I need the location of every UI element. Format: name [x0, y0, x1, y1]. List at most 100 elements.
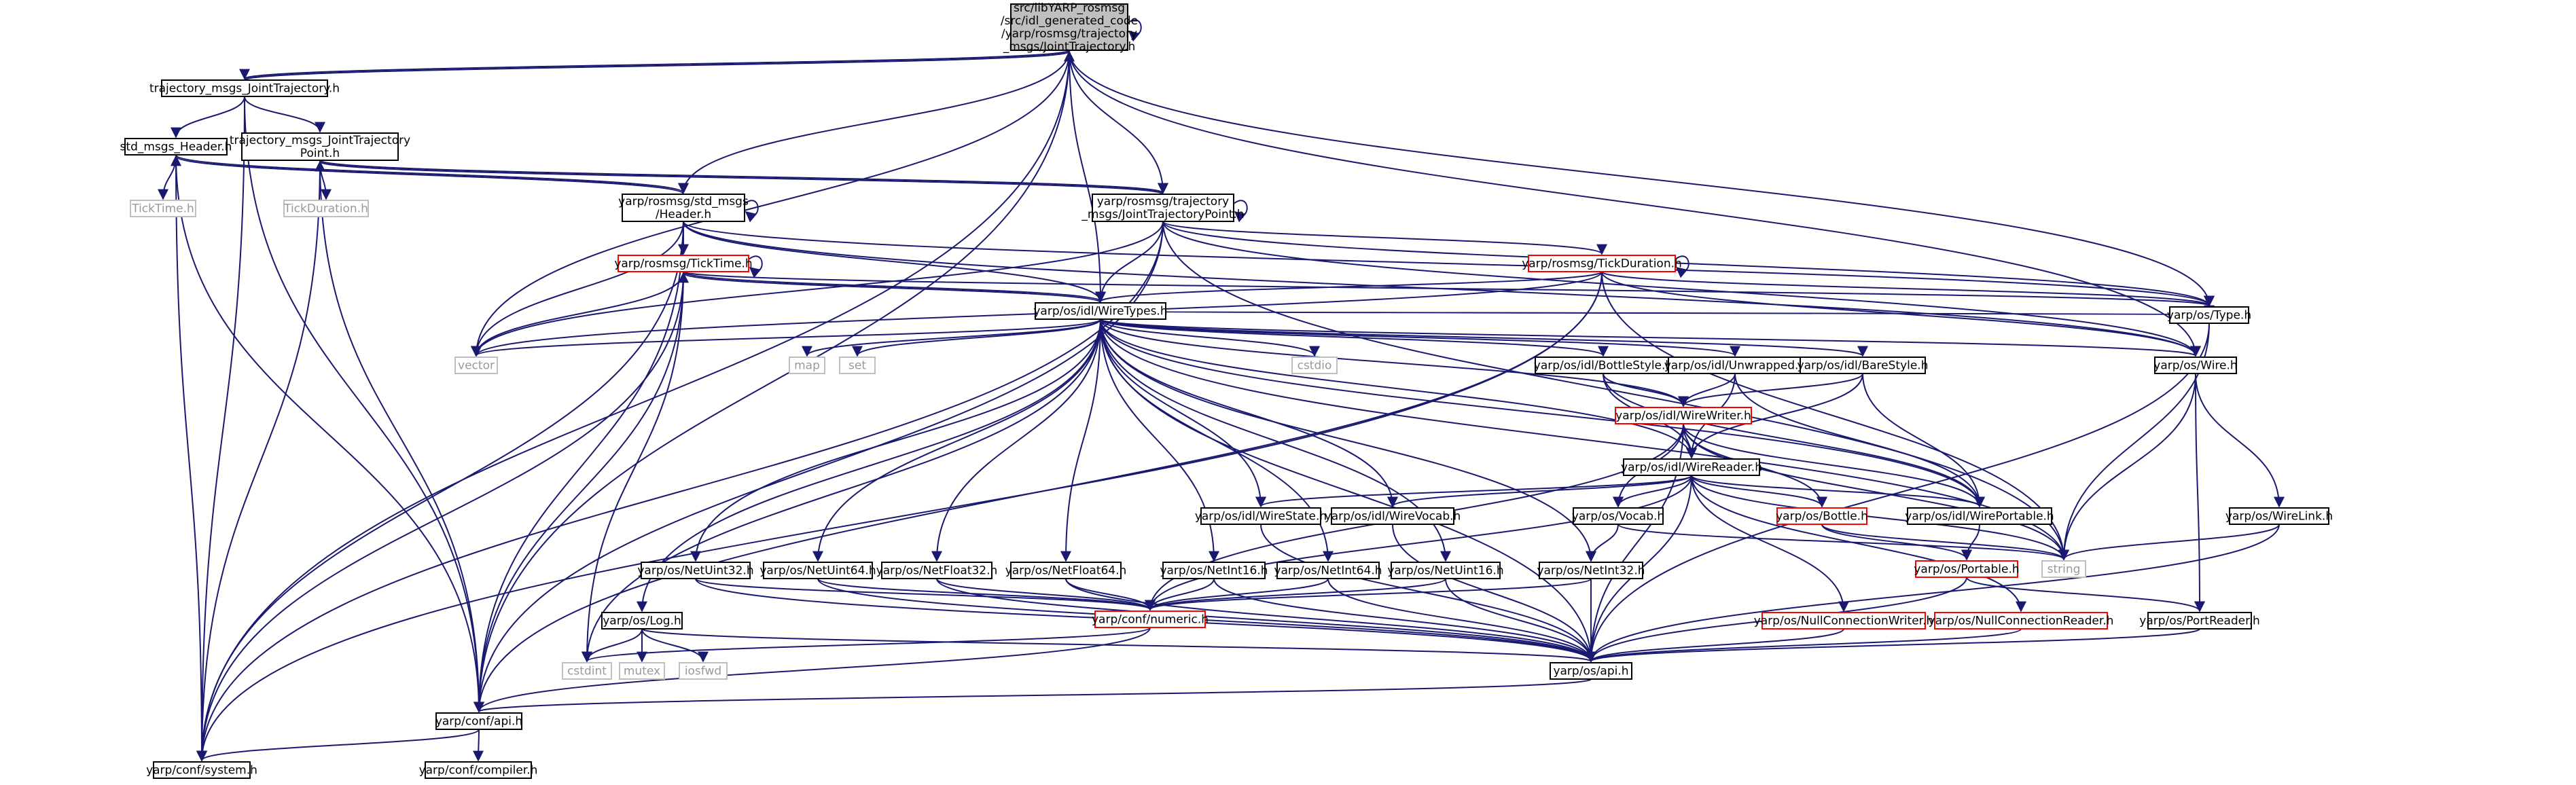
node-label-wirevocab-line-0: yarp/os/idl/WireVocab.h [1325, 510, 1461, 524]
node-box-wirelink [2229, 507, 2329, 525]
node-rm_tt[interactable]: yarp/rosmsg/TickTime.h [614, 255, 753, 272]
node-traj_jt[interactable]: trajectory_msgs_JointTrajectory.h [149, 79, 340, 97]
node-wirewriter[interactable]: yarp/os/idl/WireWriter.h [1615, 407, 1752, 424]
edge-ncwriter-to-os_api [1586, 628, 1844, 663]
edge-root-to-rm_jtp [1069, 50, 1168, 194]
node-rm_td[interactable]: yarp/rosmsg/TickDuration.h [1522, 255, 1682, 272]
node-netfloat32[interactable]: yarp/os/NetFloat32.h [876, 562, 998, 579]
edge-conf_api-to-conf_compiler [473, 729, 484, 762]
node-label-wirelink-line-0: yarp/os/WireLink.h [2225, 510, 2333, 524]
node-portable[interactable]: yarp/os/Portable.h [1914, 560, 2020, 578]
edge-std_hdr-to-ticktime_h [158, 154, 177, 200]
node-label-iosfwd-line-0: iosfwd [685, 665, 721, 678]
edge-wiretypes-to-wirevocab [1100, 318, 1398, 508]
edge-wiretypes-to-netfloat32 [931, 318, 1101, 562]
node-box-traj_jt [161, 79, 328, 97]
node-box-cstdio [1291, 357, 1338, 374]
node-netint16[interactable]: yarp/os/NetInt16.h [1160, 562, 1268, 579]
node-rm_jtp[interactable]: yarp/rosmsg/trajectory_msgs/JointTraject… [1081, 194, 1245, 222]
node-conf_system[interactable]: yarp/conf/system.h [146, 761, 257, 779]
node-type_h[interactable]: yarp/os/Type.h [2167, 306, 2251, 324]
node-netint32[interactable]: yarp/os/NetInt32.h [1537, 562, 1645, 579]
node-iosfwd[interactable]: iosfwd [679, 662, 728, 680]
edge-root-to-traj_jt [239, 50, 1070, 80]
node-ticktime_h[interactable]: TickTime.h [130, 200, 196, 217]
node-box-type_h [2169, 306, 2249, 324]
node-box-rm_td [1528, 255, 1676, 272]
node-box-portreader [2147, 612, 2252, 629]
node-netuint16[interactable]: yarp/os/NetUint16.h [1387, 562, 1504, 579]
node-root[interactable]: src/libYARP_rosmsg/src/idl_generated_cod… [1001, 1, 1138, 54]
node-wirestate[interactable]: yarp/os/idl/WireState.h [1195, 507, 1327, 525]
node-box-netuint16 [1391, 562, 1501, 579]
node-vector[interactable]: vector [454, 357, 498, 374]
node-netuint64[interactable]: yarp/os/NetUint64.h [759, 562, 876, 579]
node-conf_compiler[interactable]: yarp/conf/compiler.h [419, 761, 538, 779]
edge-wiretypes-to-wire_h [1100, 318, 2201, 357]
node-unwrapped[interactable]: yarp/os/idl/Unwrapped.h [1664, 357, 1806, 374]
node-string[interactable]: string [2041, 560, 2086, 578]
node-wire_h[interactable]: yarp/os/Wire.h [2153, 357, 2238, 374]
node-std_hdr[interactable]: std_msgs_Header.h [120, 138, 232, 156]
node-conf_api[interactable]: yarp/conf/api.h [435, 712, 522, 730]
node-label-wirewriter-line-0: yarp/os/idl/WireWriter.h [1615, 409, 1751, 423]
node-map[interactable]: map [789, 357, 825, 374]
node-wirereader[interactable]: yarp/os/idl/WireReader.h [1621, 458, 1762, 476]
node-box-ncwriter [1761, 612, 1926, 629]
node-rm_hdr[interactable]: yarp/rosmsg/std_msgs/Header.h [618, 194, 749, 222]
node-label-netuint32-line-0: yarp/os/NetUint32.h [637, 564, 753, 578]
node-box-rm_jtp [1092, 194, 1234, 222]
node-label-log_h-line-0: yarp/os/Log.h [603, 615, 681, 628]
edge-wirereader-to-ncwriter [1691, 475, 1849, 613]
edge-rm_td-to-type_h [1601, 271, 2215, 307]
edge-wiretypes-to-os_api [1100, 318, 1596, 663]
node-wiretypes[interactable]: yarp/os/idl/WireTypes.h [1033, 302, 1168, 320]
node-label-root-line-1: /src/idl_generated_code [1001, 14, 1138, 28]
node-label-rm_jtp-line-0: yarp/rosmsg/trajectory [1097, 195, 1230, 208]
node-bottlestyle[interactable]: yarp/os/idl/BottleStyle.h [1534, 357, 1672, 374]
edge-portreader-to-os_api [1586, 628, 2200, 663]
node-label-map-line-0: map [794, 359, 820, 373]
node-label-cstdint-line-0: cstdint [567, 665, 607, 678]
node-netuint32[interactable]: yarp/os/NetUint32.h [637, 562, 754, 579]
node-set[interactable]: set [839, 357, 876, 374]
edge-wiretypes-to-bottlestyle [1100, 318, 1609, 357]
node-label-conf_compiler-line-0: yarp/conf/compiler.h [419, 764, 538, 778]
node-cstdint[interactable]: cstdint [562, 662, 612, 680]
edge-root-to-vector [471, 50, 1070, 357]
edge-root-to-wiretypes [1069, 50, 1106, 303]
node-vocab[interactable]: yarp/os/Vocab.h [1572, 507, 1664, 525]
node-box-wiretypes [1035, 302, 1166, 320]
node-numeric[interactable]: yarp/conf/numeric.h [1092, 610, 1209, 628]
node-ncreader[interactable]: yarp/os/NullConnectionReader.h [1929, 612, 2114, 629]
edge-log_h-to-cstdint [582, 628, 643, 663]
node-barestyle[interactable]: yarp/os/idl/BareStyle.h [1797, 357, 1929, 374]
node-ncwriter[interactable]: yarp/os/NullConnectionWriter.h [1754, 612, 1934, 629]
node-cstdio[interactable]: cstdio [1291, 357, 1338, 374]
node-tickdur_h[interactable]: TickDuration.h [283, 200, 369, 217]
node-label-traj_jt-line-0: trajectory_msgs_JointTrajectory.h [149, 82, 340, 96]
node-wirevocab[interactable]: yarp/os/idl/WireVocab.h [1325, 507, 1461, 525]
edge-bottlestyle-to-wireportable [1603, 373, 1985, 508]
node-box-tickdur_h [283, 200, 369, 217]
edge-netuint16-to-os_api [1445, 578, 1596, 663]
node-netfloat64[interactable]: yarp/os/NetFloat64.h [1005, 562, 1127, 579]
edge-wirereader-to-bottle [1691, 475, 1827, 508]
node-label-netfloat64-line-0: yarp/os/NetFloat64.h [1005, 564, 1127, 578]
node-wirelink[interactable]: yarp/os/WireLink.h [2225, 507, 2333, 525]
node-os_api[interactable]: yarp/os/api.h [1550, 662, 1632, 680]
node-label-portable-line-0: yarp/os/Portable.h [1914, 563, 2019, 577]
node-netint64[interactable]: yarp/os/NetInt64.h [1274, 562, 1382, 579]
edge-vocab-to-netint32 [1586, 524, 1619, 562]
node-wireportable[interactable]: yarp/os/idl/WirePortable.h [1905, 507, 2054, 525]
edge-wiretypes-to-netint32 [1100, 318, 1596, 562]
node-portreader[interactable]: yarp/os/PortReader.h [2139, 612, 2260, 629]
node-mutex[interactable]: mutex [619, 662, 665, 680]
node-traj_jtp[interactable]: trajectory_msgs_JointTrajectoryPoint.h [230, 132, 410, 161]
edge-netint32-to-numeric [1145, 578, 1592, 611]
node-bottle[interactable]: yarp/os/Bottle.h [1776, 507, 1868, 525]
node-label-traj_jtp-line-0: trajectory_msgs_JointTrajectory [230, 134, 410, 147]
edge-os_api-to-conf_api [473, 678, 1592, 713]
node-log_h[interactable]: yarp/os/Log.h [601, 612, 683, 629]
edge-wiretypes-to-wirestate [1100, 318, 1266, 508]
